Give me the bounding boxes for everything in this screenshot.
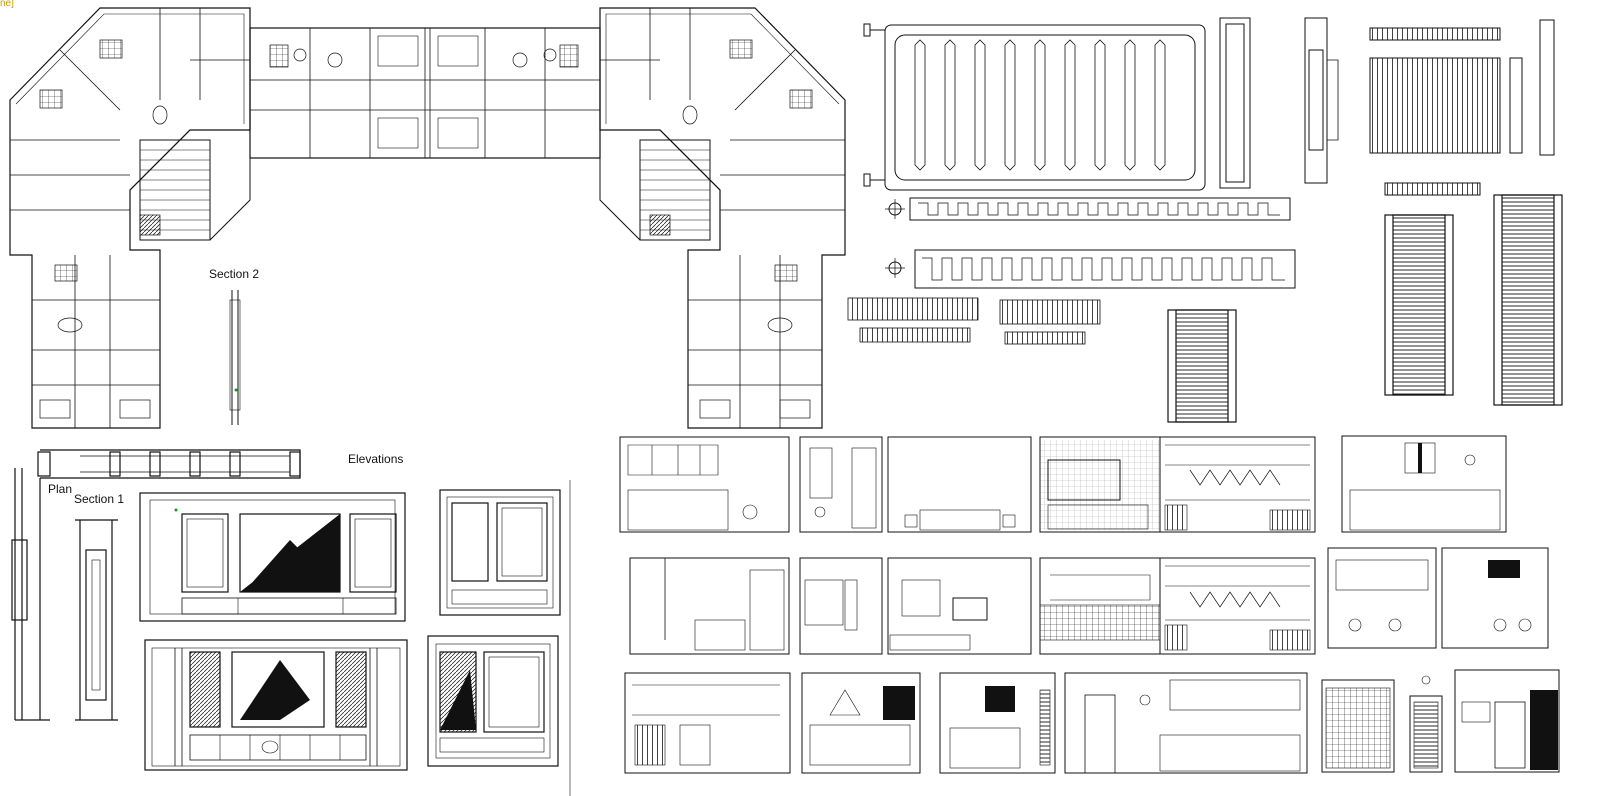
plan-label: Plan <box>48 482 73 496</box>
radiator-panel-large <box>863 23 1206 191</box>
elevation-panel-2 <box>144 639 408 771</box>
section2-marker <box>229 290 241 425</box>
plan-section-strip <box>11 449 301 721</box>
elevations-label: Elevations <box>348 452 404 466</box>
section2-label: Section 2 <box>209 267 260 281</box>
elevation-panel-4 <box>427 635 559 767</box>
plan-furniture <box>39 39 813 419</box>
radiator-column <box>1369 19 1555 196</box>
left-wing-outline <box>9 7 251 429</box>
corner-text: ne] <box>0 0 14 9</box>
radiator-horizontal-1 <box>885 197 1291 221</box>
kitchen-elevations <box>619 435 1560 774</box>
floor-plan <box>9 7 846 429</box>
radiator-horizontal-2 <box>885 249 1296 289</box>
radiator-side-view <box>1219 17 1339 189</box>
right-wing-outline <box>599 7 846 429</box>
towel-radiators <box>1167 194 1563 423</box>
elevation-panel-3 <box>439 489 561 616</box>
radiator-small-rows <box>847 297 1101 345</box>
section1-label: Section 1 <box>74 492 125 506</box>
elevation-panel-1 <box>139 492 406 622</box>
